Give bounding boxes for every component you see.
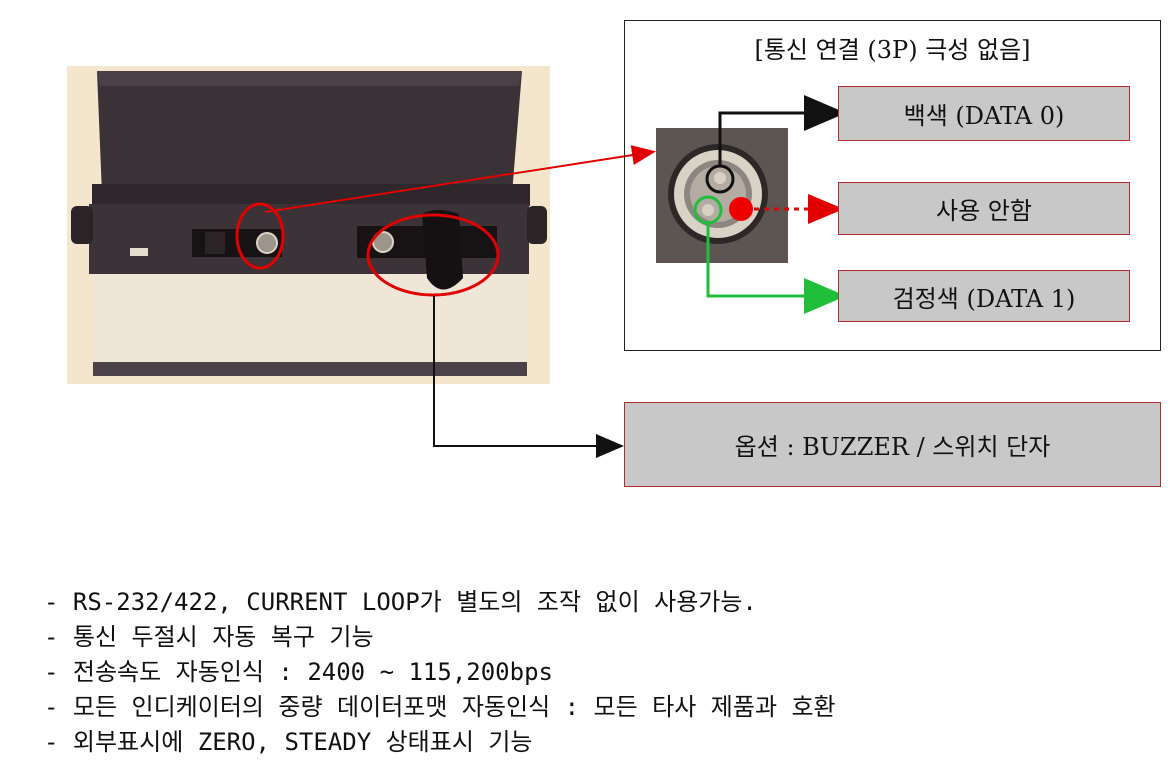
white-pin-marker [707,166,733,192]
black-pin-marker [695,197,721,223]
black-wire-arrow [708,223,840,296]
label-unused: 사용 안함 [838,182,1130,235]
feature-notes: - RS-232/422, CURRENT LOOP가 별도의 조작 없이 사용… [44,585,836,760]
note-item: - 모든 인디케이터의 중량 데이터포맷 자동인식 : 모든 타사 제품과 호환 [44,690,836,725]
note-item: - 전송속도 자동인식 : 2400 ~ 115,200bps [44,655,836,690]
label-white-data0: 백색 (DATA 0) [838,86,1130,141]
white-wire-arrow [720,113,840,166]
note-item: - 외부표시에 ZERO, STEADY 상태표시 기능 [44,725,836,760]
note-item: - RS-232/422, CURRENT LOOP가 별도의 조작 없이 사용… [44,585,836,620]
note-item: - 통신 두절시 자동 복구 기능 [44,620,836,655]
label-option-buzzer: 옵션 : BUZZER / 스위치 단자 [624,402,1161,487]
label-black-data1: 검정색 (DATA 1) [838,270,1130,322]
unused-pin-marker [729,197,753,221]
